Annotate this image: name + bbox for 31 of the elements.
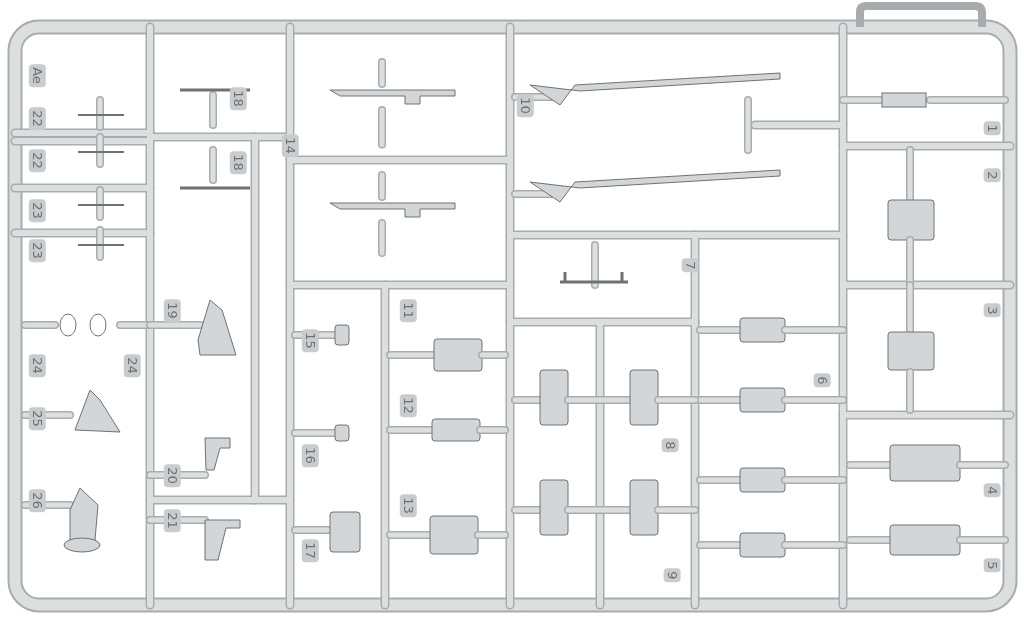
part-number: 15 [301, 328, 319, 352]
part-number: 11 [399, 298, 417, 322]
part-number: 21 [163, 508, 181, 532]
part-number: 23 [28, 198, 46, 222]
part-number: 1 [983, 120, 1001, 136]
part-number: 10 [516, 93, 534, 117]
part-number: 18 [229, 86, 247, 110]
part-number: 4 [983, 482, 1001, 498]
part-number: 24 [28, 353, 46, 377]
part-number: 22 [28, 106, 46, 130]
part-number: Ae [28, 63, 46, 87]
part-number: 25 [28, 406, 46, 430]
part-number: 20 [163, 463, 181, 487]
part-number: 24 [123, 353, 141, 377]
part-number: 22 [28, 148, 46, 172]
part-number: 26 [28, 488, 46, 512]
part-number: 8 [661, 437, 679, 453]
part-number: 18 [229, 150, 247, 174]
part-number: 5 [983, 557, 1001, 573]
part-number: 16 [301, 443, 319, 467]
part-number: 9 [663, 567, 681, 583]
part-number: 23 [28, 238, 46, 262]
part-number: 17 [301, 538, 319, 562]
part-number: 14 [281, 133, 299, 157]
part-number: 6 [813, 372, 831, 388]
part-number: 2 [983, 167, 1001, 183]
part-number: 3 [983, 302, 1001, 318]
part-number: 7 [681, 257, 699, 273]
part-number: 13 [399, 493, 417, 517]
part-number: 12 [399, 393, 417, 417]
part-number: 19 [163, 298, 181, 322]
